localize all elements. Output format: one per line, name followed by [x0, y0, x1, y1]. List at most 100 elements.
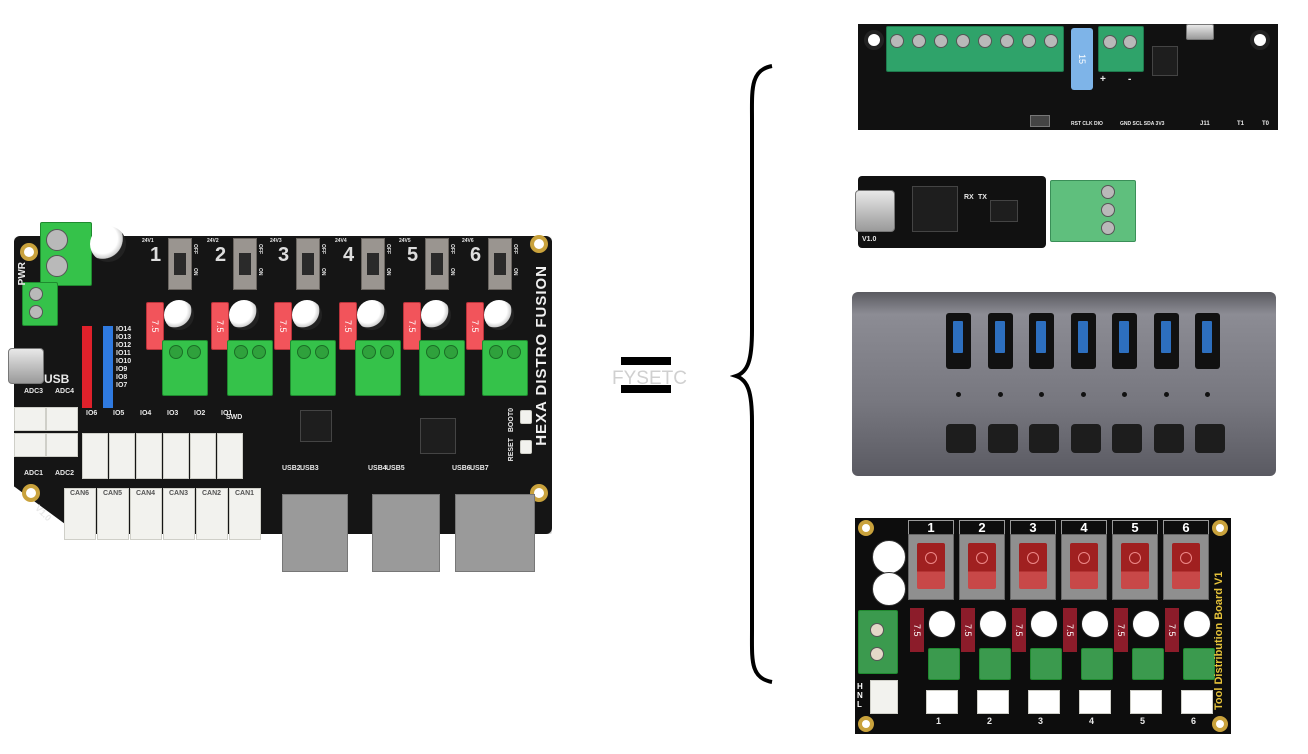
capacitor-icon: [1030, 610, 1058, 638]
blade-fuse: 7.5: [1063, 608, 1077, 652]
port-led: [1122, 392, 1127, 397]
polarity-minus: -: [1128, 74, 1132, 85]
equals-sign-bottom: [621, 385, 671, 393]
capacitor-icon: [928, 610, 956, 638]
can-connector: [64, 488, 96, 540]
screw-icon: [1101, 221, 1115, 235]
adc-label: ADC1: [24, 470, 44, 477]
usb-a-port[interactable]: [1070, 313, 1096, 369]
port-power-button[interactable]: [1070, 424, 1101, 453]
usb-hub-chip: [420, 418, 456, 454]
port-power-button[interactable]: [946, 424, 976, 453]
switch-on-label: ON: [257, 268, 263, 276]
switch-knob: [302, 253, 314, 275]
usb-port-label: USB7: [470, 465, 489, 472]
blade-fuse: 7.5: [403, 302, 421, 350]
tx-led-label: TX: [978, 194, 987, 201]
usb-a-port[interactable]: [1153, 313, 1179, 369]
rocker-face: [1172, 543, 1200, 589]
slide-switch[interactable]: [296, 238, 320, 290]
output-label: 3: [1038, 716, 1044, 726]
screw-icon: [956, 34, 970, 48]
boot0-button[interactable]: [520, 410, 532, 424]
screw-icon: [187, 345, 201, 359]
rocker-switch[interactable]: [1010, 534, 1056, 600]
screw-icon: [234, 345, 248, 359]
usb-a-port[interactable]: [1029, 313, 1054, 369]
port-led: [1163, 392, 1169, 397]
can-label: CAN5: [103, 490, 123, 497]
rail-label: 24V4: [335, 238, 347, 244]
slide-switch[interactable]: [425, 238, 449, 290]
usb-a-port[interactable]: [1112, 313, 1137, 369]
t1-label: J11: [1200, 121, 1210, 127]
io-label: IO14: [116, 326, 132, 333]
mount-hole: [1212, 520, 1228, 536]
rocker-switch[interactable]: [908, 534, 954, 600]
port-power-button[interactable]: [1195, 424, 1225, 453]
relay-output-terminal: [886, 26, 1064, 72]
slide-switch[interactable]: [233, 238, 257, 290]
switch-off-label: OFF: [320, 244, 326, 254]
rocker-face: [1019, 543, 1047, 589]
usb-label: USB: [44, 372, 70, 386]
screw-icon: [489, 345, 503, 359]
boot0-label: BOOT0: [508, 408, 515, 433]
usb-port-label: USB2: [282, 465, 301, 472]
blade-fuse: 7.5: [466, 302, 484, 350]
rocker-switch[interactable]: [959, 534, 1005, 600]
usb-a-port[interactable]: [987, 313, 1013, 369]
channel-number: 4: [343, 244, 355, 266]
reset-button[interactable]: [520, 440, 532, 454]
output-label: 2: [987, 716, 993, 726]
io-label: IO8: [116, 374, 128, 381]
port-power-button[interactable]: [987, 424, 1018, 453]
switch-on-label: ON: [512, 268, 518, 276]
screw-icon: [426, 345, 440, 359]
capacitor-icon: [1183, 610, 1211, 638]
port-power-button[interactable]: [1112, 424, 1142, 453]
j10-label: T0: [1262, 121, 1270, 127]
slide-switch[interactable]: [168, 238, 192, 290]
screw-icon: [169, 345, 183, 359]
adc-label: ADC4: [55, 388, 75, 395]
rail-label: 24V5: [399, 238, 411, 244]
rocker-switch[interactable]: [1112, 534, 1158, 600]
board-title: HEXA DISTRO FUSION: [533, 265, 550, 446]
port-power-button[interactable]: [1029, 424, 1059, 453]
switch-knob: [174, 253, 186, 275]
switch-knob: [239, 253, 251, 275]
micro-usb-port: [1186, 24, 1214, 40]
rocker-switch[interactable]: [1061, 534, 1107, 600]
slide-switch[interactable]: [488, 238, 512, 290]
blade-fuse: 7.5: [1165, 608, 1179, 652]
port-power-button[interactable]: [1153, 424, 1184, 453]
rocker-off-icon: [976, 551, 988, 564]
usb-a-port[interactable]: [946, 313, 971, 369]
usb-port-insert: [994, 321, 1005, 353]
rocker-switch[interactable]: [1163, 534, 1209, 600]
io-connector-label: IO5: [113, 410, 125, 417]
output-label: 5: [1140, 716, 1146, 726]
switch-off-label: OFF: [512, 244, 518, 254]
io-label: IO7: [116, 382, 128, 389]
io-connector: [82, 433, 108, 479]
screw-icon: [315, 345, 329, 359]
channel-output-terminal: [979, 648, 1011, 680]
usb-a-port[interactable]: [1195, 313, 1220, 369]
mount-hole: [1250, 30, 1270, 50]
reset-switch[interactable]: [1030, 115, 1050, 127]
screw-icon: [870, 623, 884, 637]
slide-switch[interactable]: [361, 238, 385, 290]
can-connector: [97, 488, 129, 540]
mcu-chip: [300, 410, 332, 442]
input-label-h: H: [857, 682, 863, 691]
io-label: IO10: [116, 358, 132, 365]
capacitor-icon: [421, 300, 451, 330]
switch-on-label: ON: [192, 268, 198, 276]
power-input-terminal: [40, 222, 92, 286]
can-label: CAN4: [136, 490, 156, 497]
t0-label: T1: [1237, 121, 1245, 127]
can-connector: [130, 488, 162, 540]
channel-number: 2: [215, 244, 227, 266]
